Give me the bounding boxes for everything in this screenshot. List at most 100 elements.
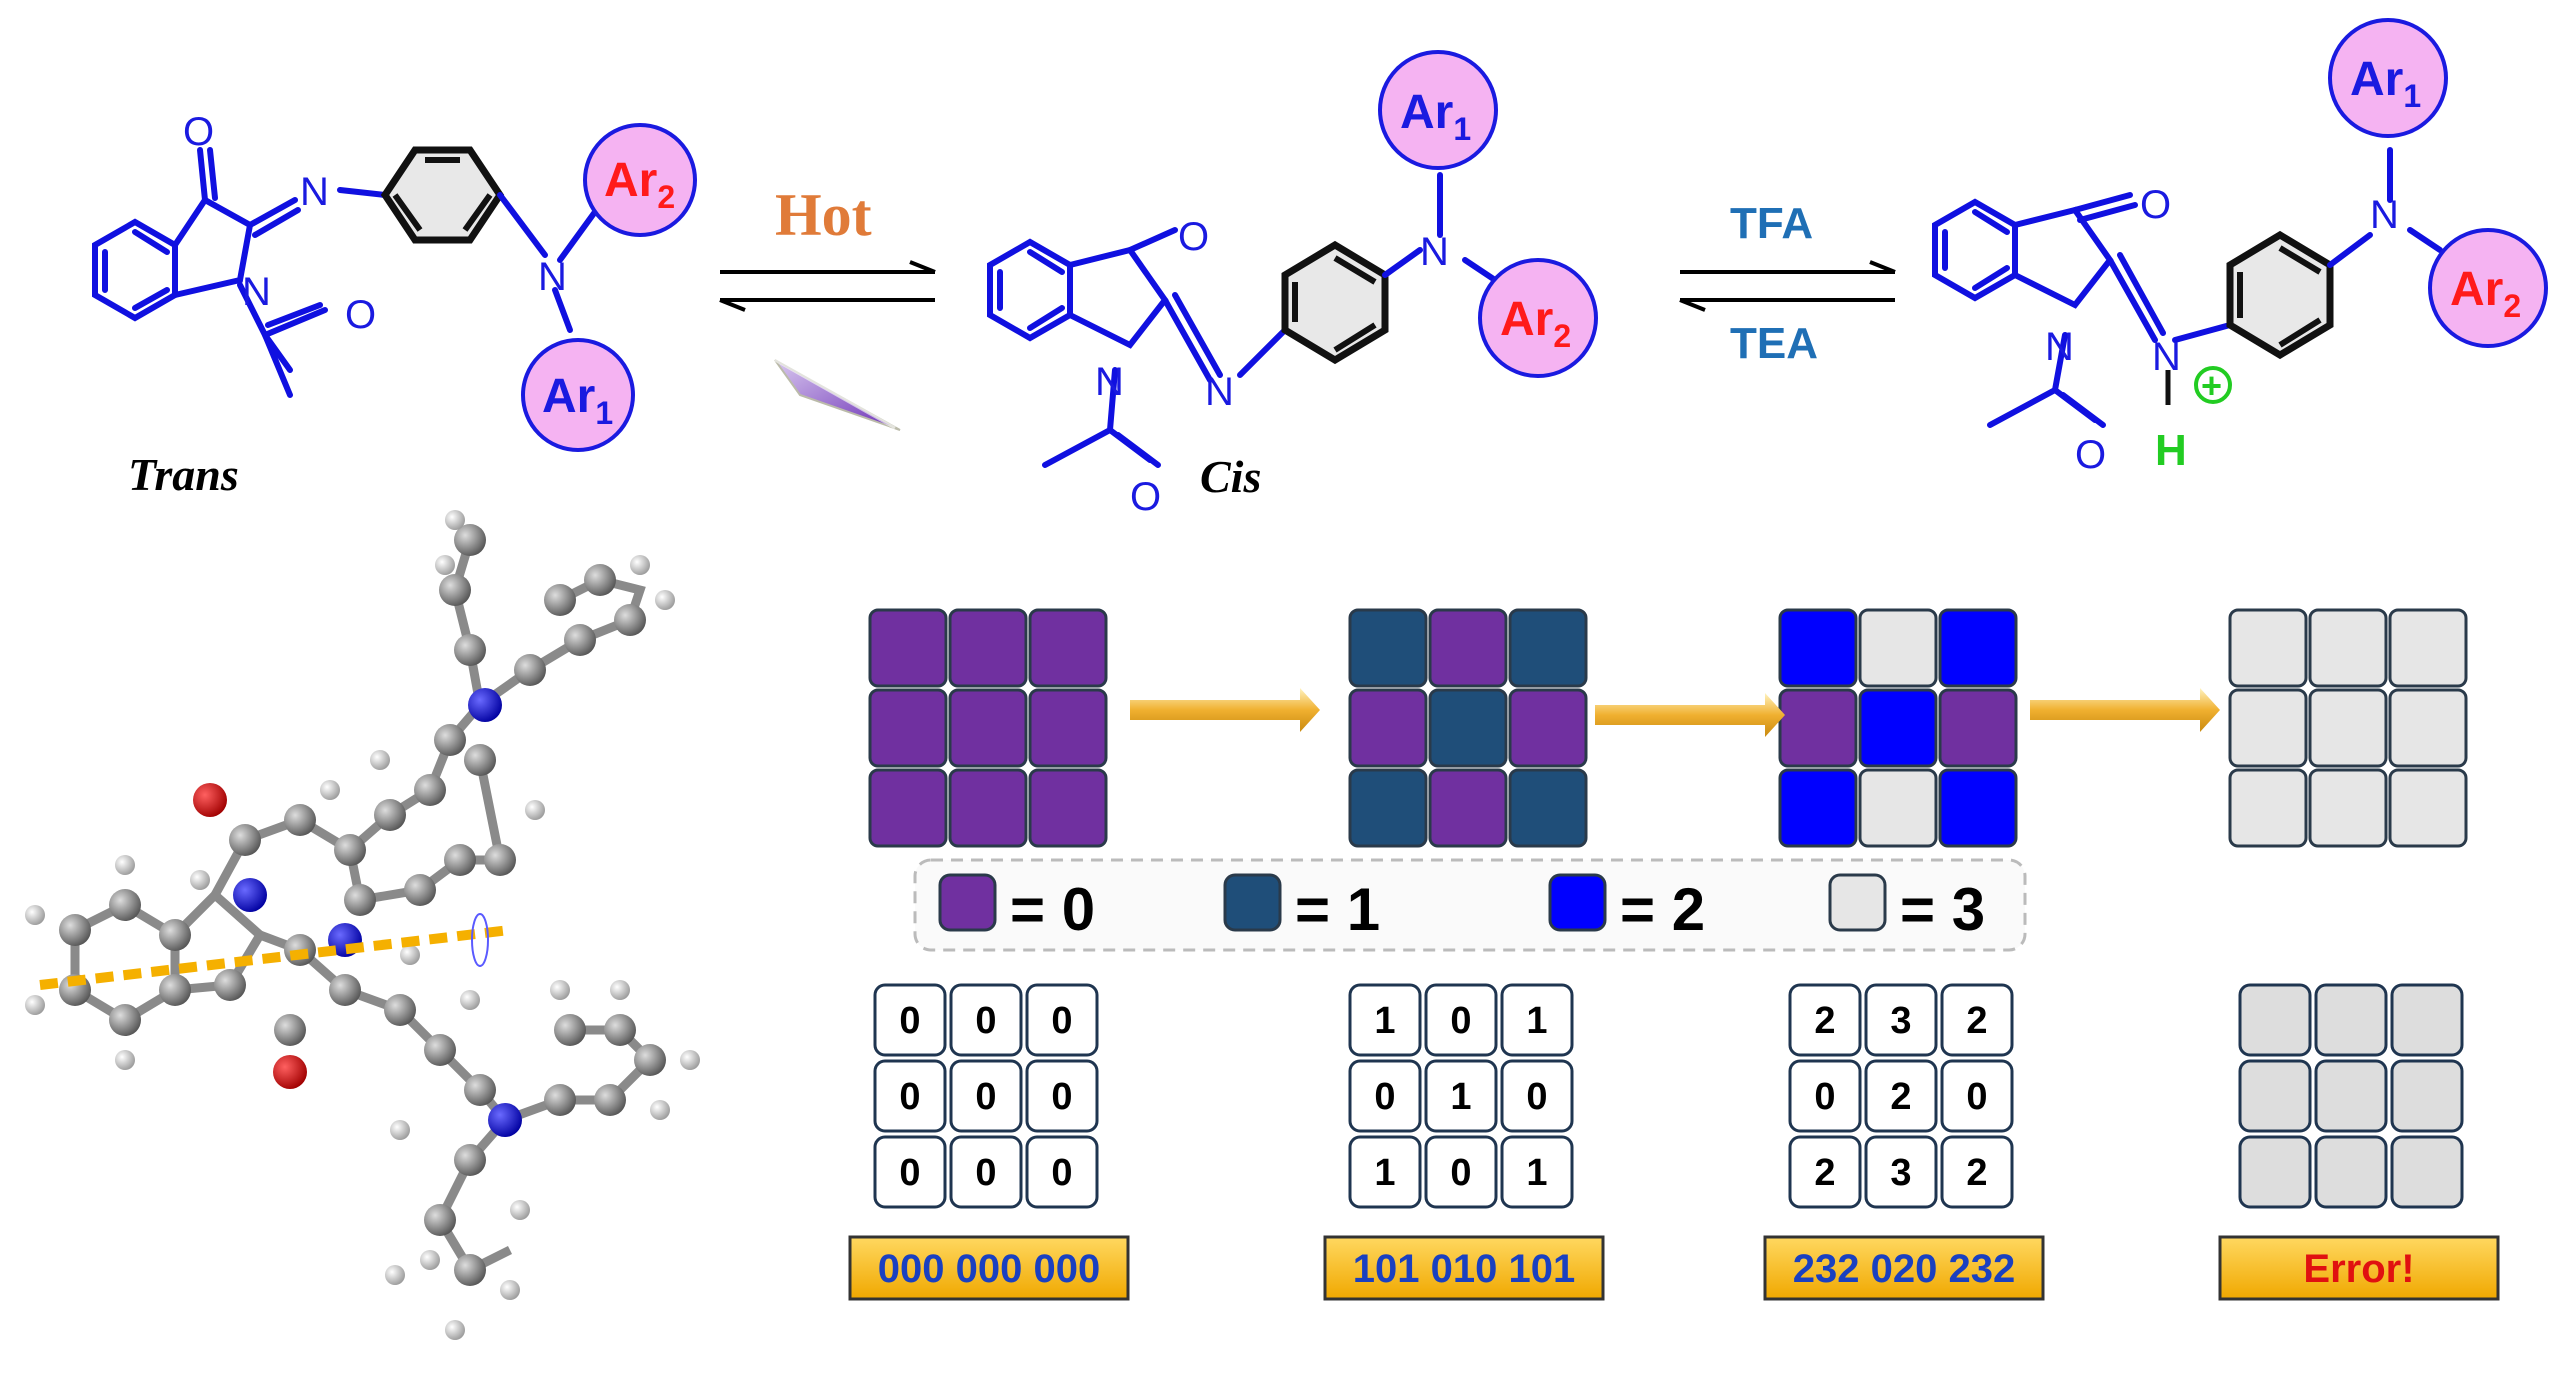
grid-cell xyxy=(868,688,948,768)
cis-n-imine: N xyxy=(1205,370,1234,414)
digit-cell xyxy=(2238,1135,2312,1209)
code-text: 000 000 000 xyxy=(878,1247,1100,1291)
grid-cell xyxy=(1028,688,1108,768)
tfa-label: TFA xyxy=(1730,199,1813,248)
trans-ar2-label: Ar2 xyxy=(604,154,675,215)
digit-cell xyxy=(1424,983,1498,1057)
digit-value: 1 xyxy=(1374,1000,1395,1042)
grid-cell xyxy=(2388,688,2468,768)
digit-value: 0 xyxy=(1814,1076,1835,1118)
grid-cell xyxy=(948,768,1028,848)
digit-cell xyxy=(1788,983,1862,1057)
grid-cell xyxy=(1028,768,1108,848)
digit-value: 2 xyxy=(1814,1000,1835,1042)
grid-cell xyxy=(1508,608,1588,688)
digit-cell xyxy=(1864,1059,1938,1133)
digit-value: 0 xyxy=(899,1152,920,1194)
grid-cell xyxy=(948,688,1028,768)
code-box xyxy=(1763,1235,2045,1301)
digit-cell xyxy=(2314,1059,2388,1133)
digit-cell xyxy=(1025,983,1099,1057)
key-swatch xyxy=(938,873,997,932)
grid-cell xyxy=(868,768,948,848)
grid-cell xyxy=(1938,608,2018,688)
digit-cell xyxy=(1500,983,1574,1057)
digit-cell xyxy=(1864,1135,1938,1209)
trans-n-indole: N xyxy=(242,270,271,314)
digit-value: 0 xyxy=(899,1076,920,1118)
digit-cell xyxy=(873,983,947,1057)
cis-molecule: Ar1 Ar2 O N N O N Cis xyxy=(987,50,1598,519)
tea-label: TEA xyxy=(1730,319,1818,368)
digit-value: 1 xyxy=(1374,1152,1395,1194)
transition-arrows xyxy=(1130,688,2220,737)
digit-cell xyxy=(1940,1059,2014,1133)
code-text: 101 010 101 xyxy=(1353,1247,1575,1291)
grid-cell xyxy=(1778,608,1858,688)
digit-value: 0 xyxy=(1374,1076,1395,1118)
trans-n-amine: N xyxy=(538,255,567,299)
prot-ar2-label: Ar2 xyxy=(2450,263,2521,324)
grid-cell xyxy=(1348,608,1428,688)
cis-o1: O xyxy=(1178,215,1209,259)
proton-h: H xyxy=(2155,426,2187,475)
grid-cell xyxy=(1028,608,1108,688)
grid-cell xyxy=(1858,608,1938,688)
digit-value: 0 xyxy=(1526,1076,1547,1118)
key-label: = 0 xyxy=(1010,876,1095,943)
digit-cell xyxy=(1940,983,2014,1057)
digit-cell xyxy=(1348,1135,1422,1209)
trans-o2: O xyxy=(345,293,376,337)
key-swatch xyxy=(1828,873,1887,932)
digit-value: 1 xyxy=(1450,1076,1471,1118)
positive-charge-sign: + xyxy=(2201,365,2222,406)
digit-value: 0 xyxy=(1966,1076,1987,1118)
digit-cell xyxy=(1864,983,1938,1057)
trans-label: Trans xyxy=(128,449,239,500)
grid-cell xyxy=(1508,688,1588,768)
transition-arrow-3 xyxy=(2030,688,2220,732)
color-key: = 0= 1= 2= 3 xyxy=(913,858,2027,952)
digit-cell xyxy=(1025,1059,1099,1133)
state-3: Error! xyxy=(2218,608,2500,1301)
digit-cell xyxy=(1424,1135,1498,1209)
digit-value: 0 xyxy=(975,1152,996,1194)
grid-cell xyxy=(1428,688,1508,768)
grid-cell xyxy=(2308,768,2388,848)
code-box xyxy=(848,1235,1130,1301)
grid-cell xyxy=(2228,768,2308,848)
grid-cell xyxy=(1858,688,1938,768)
digit-value: 0 xyxy=(1450,1000,1471,1042)
digit-value: 1 xyxy=(1526,1152,1547,1194)
trans-n-imine: N xyxy=(300,170,329,214)
digit-value: 3 xyxy=(1890,1000,1911,1042)
hot-label: Hot xyxy=(775,182,872,248)
digit-value: 0 xyxy=(1051,1152,1072,1194)
digit-value: 2 xyxy=(1890,1076,1911,1118)
grid-cell xyxy=(1348,688,1428,768)
key-label: = 1 xyxy=(1295,876,1380,943)
grid-cell xyxy=(1938,688,2018,768)
digit-cell xyxy=(2238,1059,2312,1133)
code-box xyxy=(1323,1235,1605,1301)
cis-n-indole: N xyxy=(1095,360,1124,404)
cis-n-amine: N xyxy=(1420,230,1449,274)
grid-cell xyxy=(2228,688,2308,768)
grid-cell xyxy=(2308,688,2388,768)
digit-cell xyxy=(873,1059,947,1133)
protonated-molecule: Ar1 Ar2 O N N O N H + xyxy=(1932,18,2548,477)
cis-o2: O xyxy=(1130,475,1161,519)
digit-value: 0 xyxy=(1051,1076,1072,1118)
grid-cell xyxy=(1778,768,1858,848)
grid-cell xyxy=(2308,608,2388,688)
digit-value: 0 xyxy=(975,1076,996,1118)
grid-cell xyxy=(1428,768,1508,848)
trans-molecule: Ar2 Ar1 O N N O N Trans xyxy=(92,110,697,500)
positive-charge-icon xyxy=(2194,366,2232,404)
digit-value: 0 xyxy=(899,1000,920,1042)
digit-cell xyxy=(949,1135,1023,1209)
digit-value: 0 xyxy=(1450,1152,1471,1194)
digit-cell xyxy=(2314,983,2388,1057)
